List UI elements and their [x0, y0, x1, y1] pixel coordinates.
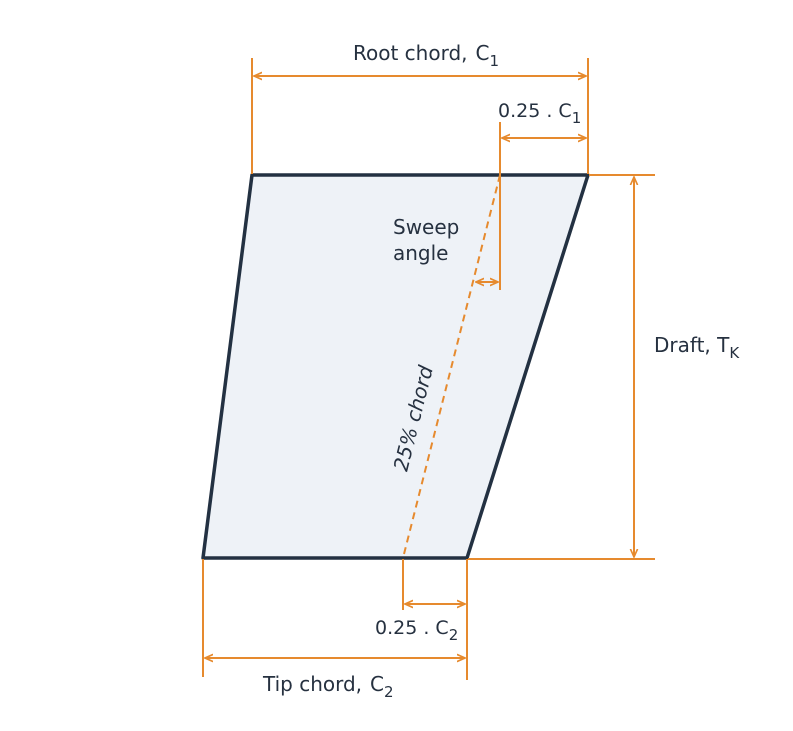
tip-chord-label: Tip chord,C2 [262, 672, 394, 701]
draft-label: Draft, TK [654, 333, 740, 362]
draft-dimension [468, 174, 655, 560]
keel-planform [201, 173, 590, 560]
quarter-root-chord-label: 0.25 . C1 [498, 100, 581, 127]
quarter-root-chord-dimension [499, 122, 586, 290]
root-chord-label: Root chord,C1 [353, 41, 499, 70]
root-chord-dimension [251, 58, 589, 174]
tip-chord-dimension [202, 559, 468, 680]
quarter-chord-line [402, 174, 501, 559]
quarter-tip-chord-dimension [402, 559, 465, 610]
sweep-angle-label: Sweep angle [393, 215, 466, 265]
quarter-tip-chord-label: 0.25 . C2 [375, 617, 458, 644]
